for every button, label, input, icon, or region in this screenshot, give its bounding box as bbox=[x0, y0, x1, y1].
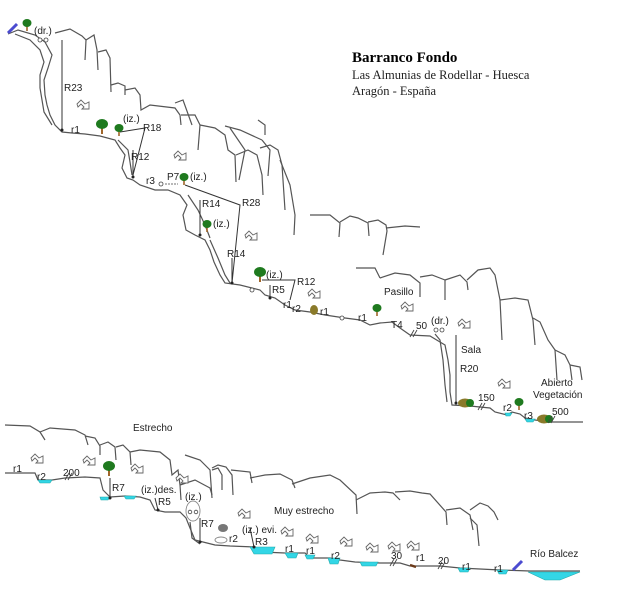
rappel-lines bbox=[60, 40, 458, 549]
water-pools bbox=[37, 412, 581, 581]
rappel-R18-R12 bbox=[119, 127, 146, 176]
label-r1h: r1 bbox=[416, 553, 425, 564]
label-R7b: R7 bbox=[201, 519, 214, 530]
label-r2a: r2 bbox=[292, 304, 301, 315]
canyon-location: Las Almunias de Rodellar - Huesca bbox=[352, 68, 530, 82]
label-iz3: (iz.) bbox=[213, 219, 230, 230]
label-d200: 200 bbox=[63, 468, 80, 479]
label-r2b: r2 bbox=[503, 403, 512, 414]
label-d500: 500 bbox=[552, 407, 569, 418]
tree-icon bbox=[179, 173, 189, 185]
label-vegetacion: Vegetación bbox=[533, 390, 583, 401]
label-r3b: r3 bbox=[524, 411, 533, 422]
tree-icon bbox=[103, 461, 115, 476]
label-dr1: (dr.) bbox=[34, 26, 52, 37]
label-estrecho: Estrecho bbox=[133, 423, 173, 434]
tree-icon bbox=[514, 398, 524, 410]
label-R14a: R14 bbox=[202, 199, 221, 210]
label-R18: R18 bbox=[143, 123, 162, 134]
label-r3a: r3 bbox=[146, 176, 155, 187]
rappel-R3 bbox=[249, 527, 255, 548]
canyon-floor-lower bbox=[5, 472, 580, 572]
canyon-name: Barranco Fondo bbox=[352, 50, 458, 66]
title-block: Barranco Fondo Las Almunias de Rodellar … bbox=[352, 50, 529, 99]
label-d50: 50 bbox=[416, 321, 428, 332]
rappel-R28 bbox=[184, 184, 241, 284]
label-R28: R28 bbox=[242, 198, 261, 209]
label-R23: R23 bbox=[64, 83, 83, 94]
label-r1a: r1 bbox=[71, 125, 80, 136]
log-icon bbox=[409, 563, 417, 569]
boulder-icon bbox=[218, 524, 228, 532]
label-sala: Sala bbox=[461, 345, 481, 356]
label-iz2: (iz.) bbox=[190, 172, 207, 183]
tree-icon bbox=[22, 19, 32, 31]
tree-icon bbox=[372, 304, 382, 316]
label-R7a: R7 bbox=[112, 483, 125, 494]
label-R12b: R12 bbox=[297, 277, 316, 288]
entry-arrow-icon bbox=[6, 22, 19, 35]
label-r1b: r1 bbox=[283, 300, 292, 311]
label-r1g: r1 bbox=[306, 546, 315, 557]
canyon-region: Aragón - España bbox=[352, 84, 436, 98]
label-d20: 20 bbox=[438, 556, 450, 567]
label-R14b: R14 bbox=[227, 249, 246, 260]
canyon-wall-middle bbox=[310, 214, 583, 381]
label-R20: R20 bbox=[460, 364, 479, 375]
label-iz1: (iz.) bbox=[123, 114, 140, 125]
label-R5a: R5 bbox=[272, 285, 285, 296]
anchors bbox=[37, 37, 445, 544]
exit-arrow-icon bbox=[511, 559, 524, 572]
label-R3: R3 bbox=[255, 537, 268, 548]
bush-icon bbox=[310, 305, 318, 315]
label-r1e: r1 bbox=[13, 464, 22, 475]
label-izevi: (iz.) evi. bbox=[242, 525, 277, 536]
rappel-R12b bbox=[262, 279, 296, 301]
tree-icon bbox=[202, 220, 212, 232]
label-r2e: r2 bbox=[331, 551, 340, 562]
vegetation bbox=[22, 19, 553, 569]
label-iz5: (iz.) bbox=[185, 492, 202, 503]
label-r1j: r1 bbox=[494, 564, 503, 575]
label-R5b: R5 bbox=[158, 497, 171, 508]
label-d30: 30 bbox=[391, 551, 403, 562]
label-muy-estrecho: Muy estrecho bbox=[274, 506, 334, 517]
canyon-wall-upper bbox=[54, 28, 296, 236]
label-d150: 150 bbox=[478, 393, 495, 404]
label-iz4: (iz.) bbox=[266, 270, 283, 281]
label-r2d: r2 bbox=[229, 534, 238, 545]
label-pasillo: Pasillo bbox=[384, 287, 414, 298]
label-abierto: Abierto bbox=[541, 378, 573, 389]
label-P7: P7 bbox=[167, 172, 180, 183]
labels: (dr.) R23 r1 (iz.) R18 R12 r3 P7 (iz.) R… bbox=[13, 26, 583, 575]
label-r2c: r2 bbox=[37, 472, 46, 483]
tree-icon bbox=[114, 124, 124, 136]
tree-icon bbox=[96, 119, 108, 134]
distance-breaks bbox=[64, 329, 556, 570]
canyon-floor-upper bbox=[7, 29, 583, 423]
rappel-R5b bbox=[154, 497, 159, 511]
label-dr2: (dr.) bbox=[431, 316, 449, 327]
label-R12a: R12 bbox=[131, 152, 150, 163]
label-T4: T4 bbox=[391, 320, 403, 331]
label-rio: Río Balcez bbox=[530, 549, 578, 560]
label-r1c: r1 bbox=[320, 307, 329, 318]
label-r1f: r1 bbox=[285, 544, 294, 555]
bush-icon bbox=[458, 398, 474, 408]
label-r1i: r1 bbox=[462, 562, 471, 573]
label-r1d: r1 bbox=[358, 313, 367, 324]
label-izdes: (iz.)des. bbox=[141, 485, 177, 496]
